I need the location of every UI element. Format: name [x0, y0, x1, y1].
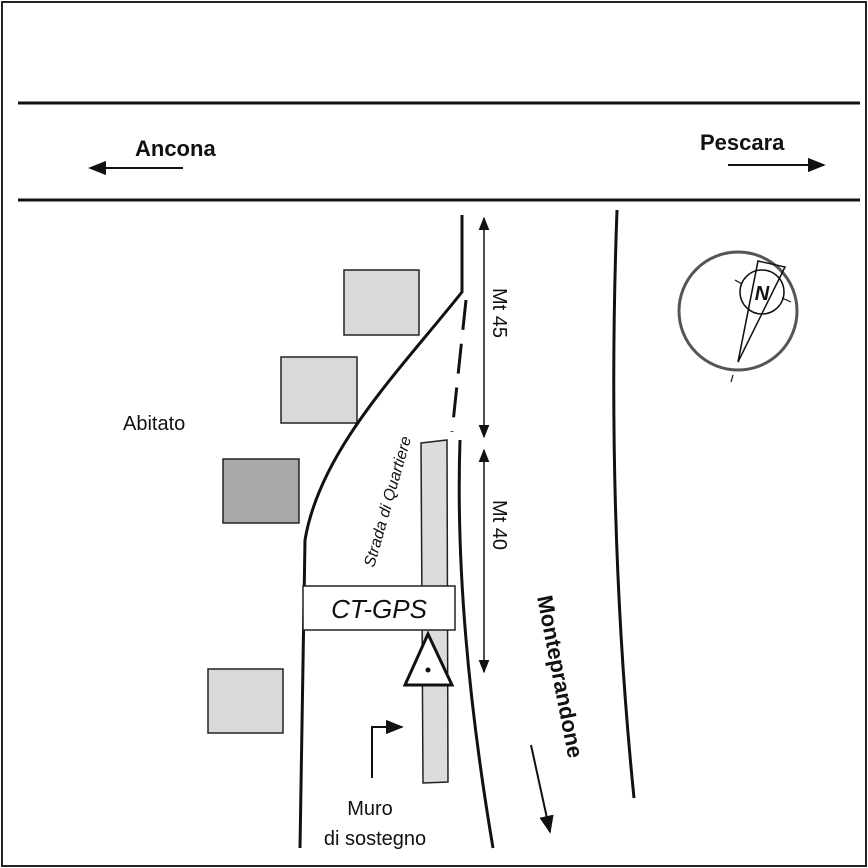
gps-station-triangle-icon — [402, 630, 455, 687]
station-label: CT-GPS — [331, 594, 427, 624]
direction-ancona: Ancona — [135, 136, 216, 161]
building — [343, 269, 420, 336]
wall-label-line2: di sostegno — [324, 828, 426, 850]
building-highlighted — [222, 458, 300, 524]
distance-lower-label: Mt 40 — [488, 500, 510, 550]
building — [280, 356, 358, 424]
distance-upper-label: Mt 45 — [488, 288, 510, 338]
building — [207, 668, 284, 734]
compass-icon: N — [677, 250, 799, 383]
direction-pescara: Pescara — [700, 130, 785, 155]
main-road-right-edge — [612, 209, 636, 799]
main-road-left-edge — [457, 439, 495, 849]
compass-north-letter: N — [755, 283, 770, 305]
gps-station-dot-icon — [425, 667, 431, 673]
wall-pointer-arrow-icon — [371, 719, 404, 778]
road-direction-arrow-icon — [530, 744, 554, 834]
side-road-edge — [298, 215, 464, 849]
wall-label-line1: Muro — [347, 798, 393, 820]
station-label-box — [302, 585, 456, 631]
dashed-road-edge — [450, 299, 468, 433]
area-label: Abitato — [123, 413, 185, 435]
